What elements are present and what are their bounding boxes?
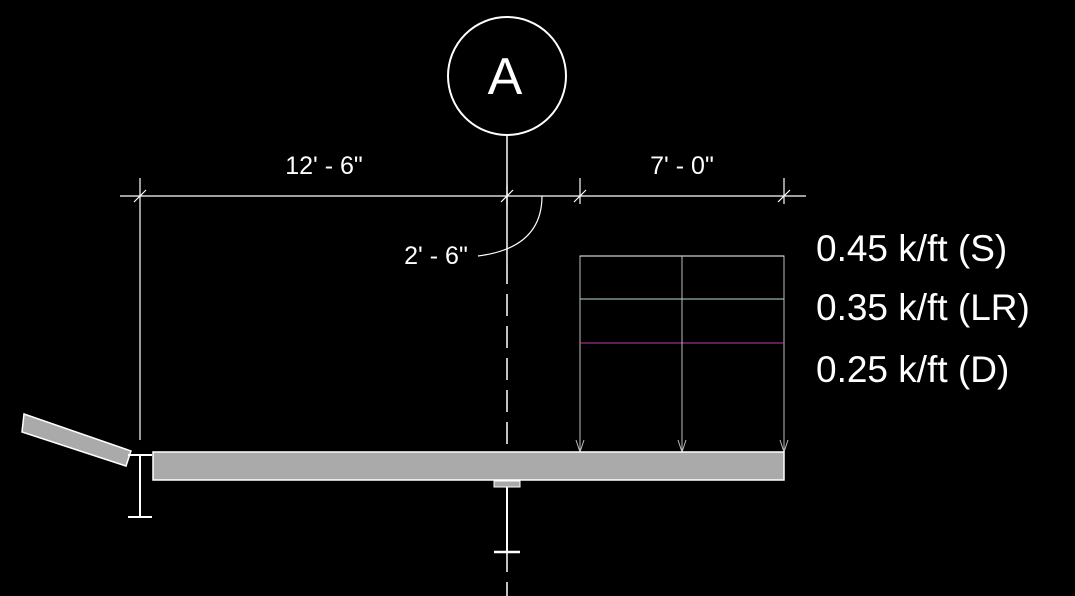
load-label-dead: 0.25 k/ft (D)	[816, 349, 1009, 390]
dimension-offset: 2' - 6"	[404, 242, 468, 270]
canopy-slab	[152, 451, 785, 481]
load-label-live-roof: 0.35 k/ft (LR)	[816, 287, 1030, 328]
left-support-beam	[128, 454, 152, 518]
dimension-left-span: 12' - 6"	[285, 152, 363, 180]
load-label-snow: 0.45 k/ft (S)	[816, 228, 1007, 269]
dimension-string	[120, 178, 806, 440]
grid-label: A	[488, 48, 523, 106]
dimension-right-span: 7' - 0"	[650, 152, 714, 180]
grid-bubble-a: A	[447, 16, 567, 136]
dimension-tick	[573, 189, 587, 203]
dimension-tick	[133, 189, 147, 203]
dimension-tick	[777, 189, 791, 203]
sloped-roof-member	[21, 412, 132, 467]
offset-leader	[477, 195, 543, 257]
center-support-beam	[493, 480, 521, 554]
distributed-load-diagram	[575, 255, 789, 454]
dimension-tick	[500, 189, 514, 203]
